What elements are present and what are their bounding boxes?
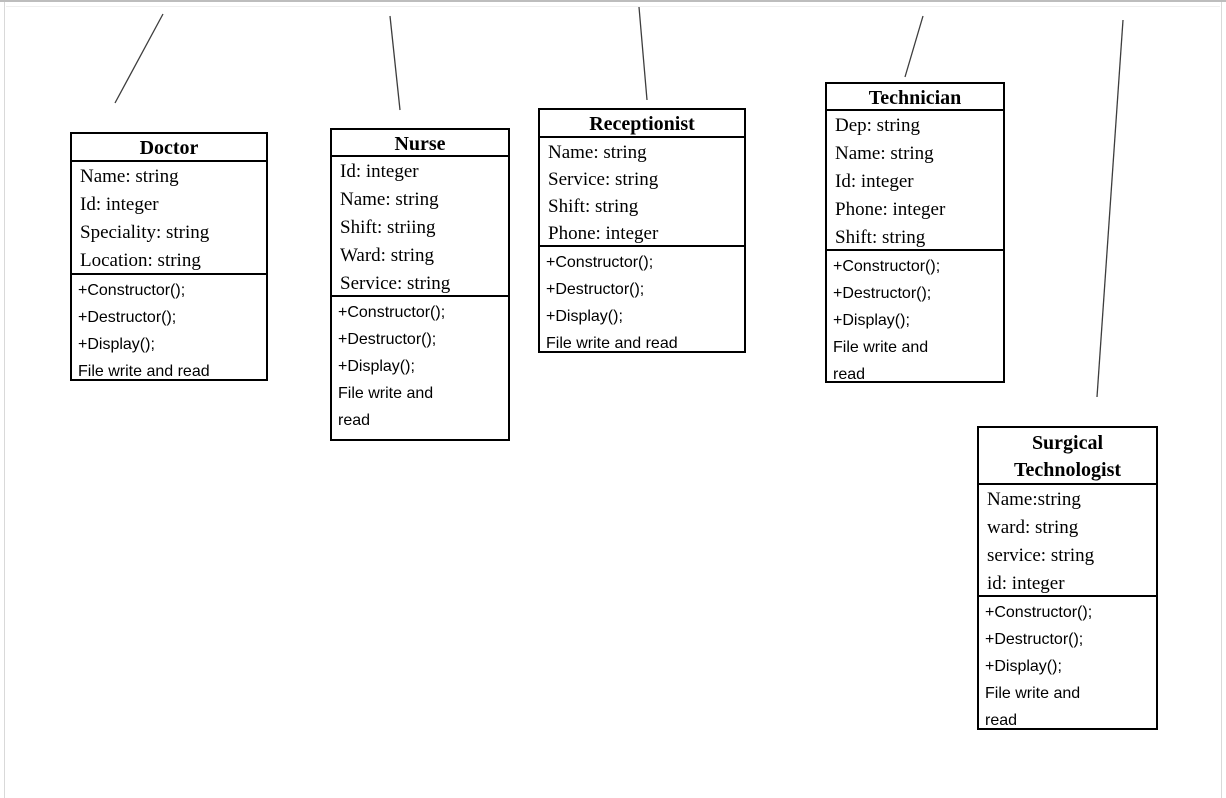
attribute-row: Shift: string — [835, 227, 926, 248]
method-row: File write and read — [78, 363, 210, 380]
method-row: +Constructor(); — [78, 282, 186, 299]
attribute-row: Id: integer — [835, 171, 914, 192]
attribute-row: id: integer — [987, 573, 1065, 594]
methods-compartment: +Constructor(); +Destructor(); +Display(… — [72, 275, 266, 385]
method-row: read — [833, 366, 866, 383]
attributes-compartment: Dep: string Name: string Id: integer Pho… — [827, 111, 1003, 251]
attribute-row: Ward: string — [340, 245, 434, 266]
attribute-row: service: string — [987, 545, 1095, 566]
attribute-row: Name: string — [80, 166, 179, 187]
attribute-row: Location: string — [80, 250, 201, 271]
page-edge-top — [0, 0, 1226, 2]
attribute-row: Name: string — [548, 142, 647, 163]
attribute-row: ward: string — [987, 517, 1079, 538]
method-row: +Destructor(); — [546, 281, 645, 298]
attributes-compartment: Name:string ward: string service: string… — [979, 485, 1156, 597]
methods-compartment: +Constructor(); +Destructor(); +Display(… — [827, 251, 1003, 388]
class-box-nurse: Nurse Id: integer Name: string Shift: st… — [330, 128, 510, 441]
class-box-technician: Technician Dep: string Name: string Id: … — [825, 82, 1005, 383]
attributes-compartment: Name: string Id: integer Speciality: str… — [72, 162, 266, 275]
attribute-row: Dep: string — [835, 115, 920, 136]
inheritance-connector-technician — [904, 15, 924, 78]
method-row: read — [985, 712, 1018, 729]
inheritance-connector-surgical — [1096, 19, 1124, 398]
method-row: File write and — [833, 339, 929, 356]
attributes-compartment: Id: integer Name: string Shift: striing … — [332, 157, 508, 297]
class-title: Receptionist — [540, 110, 744, 138]
attribute-row: Shift: striing — [340, 217, 436, 238]
attribute-row: Service: string — [548, 169, 659, 190]
class-box-surgical-technologist: Surgical Technologist Name:string ward: … — [977, 426, 1158, 730]
methods-compartment: +Constructor(); +Destructor(); +Display(… — [540, 247, 744, 357]
page-edge-top-faint — [6, 6, 1220, 7]
attribute-row: Name: string — [835, 143, 934, 164]
inheritance-connector-nurse — [389, 15, 401, 111]
method-row: +Display(); — [78, 336, 155, 353]
method-row: +Constructor(); — [546, 254, 654, 271]
method-row: +Destructor(); — [985, 631, 1084, 648]
attribute-row: Service: string — [340, 273, 451, 294]
method-row: +Destructor(); — [833, 285, 932, 302]
attribute-row: Phone: integer — [835, 199, 946, 220]
method-row: read — [338, 412, 371, 429]
method-row: +Display(); — [985, 658, 1062, 675]
class-title: Surgical Technologist — [979, 428, 1156, 485]
class-title: Technician — [827, 84, 1003, 111]
class-box-doctor: Doctor Name: string Id: integer Speciali… — [70, 132, 268, 381]
attribute-row: Id: integer — [80, 194, 159, 215]
method-row: +Destructor(); — [78, 309, 177, 326]
attribute-row: Name:string — [987, 489, 1081, 510]
attribute-row: Name: string — [340, 189, 439, 210]
methods-compartment: +Constructor(); +Destructor(); +Display(… — [332, 297, 508, 434]
method-row: File write and — [338, 385, 434, 402]
attribute-row: Speciality: string — [80, 222, 210, 243]
method-row: +Display(); — [833, 312, 910, 329]
method-row: File write and read — [546, 335, 678, 352]
page-edge-left — [4, 2, 5, 798]
attribute-row: Id: integer — [340, 161, 419, 182]
method-row: +Constructor(); — [833, 258, 941, 275]
class-title: Nurse — [332, 130, 508, 157]
attribute-row: Shift: string — [548, 196, 639, 217]
method-row: +Constructor(); — [338, 304, 446, 321]
method-row: +Constructor(); — [985, 604, 1093, 621]
method-row: +Display(); — [338, 358, 415, 375]
attribute-row: Phone: integer — [548, 223, 659, 244]
inheritance-connector-doctor — [114, 13, 164, 104]
method-row: +Display(); — [546, 308, 623, 325]
class-title: Doctor — [72, 134, 266, 162]
method-row: +Destructor(); — [338, 331, 437, 348]
class-box-receptionist: Receptionist Name: string Service: strin… — [538, 108, 746, 353]
method-row: File write and — [985, 685, 1081, 702]
methods-compartment: +Constructor(); +Destructor(); +Display(… — [979, 597, 1156, 734]
inheritance-connector-receptionist — [638, 6, 648, 101]
page-edge-right — [1221, 2, 1222, 798]
attributes-compartment: Name: string Service: string Shift: stri… — [540, 138, 744, 247]
